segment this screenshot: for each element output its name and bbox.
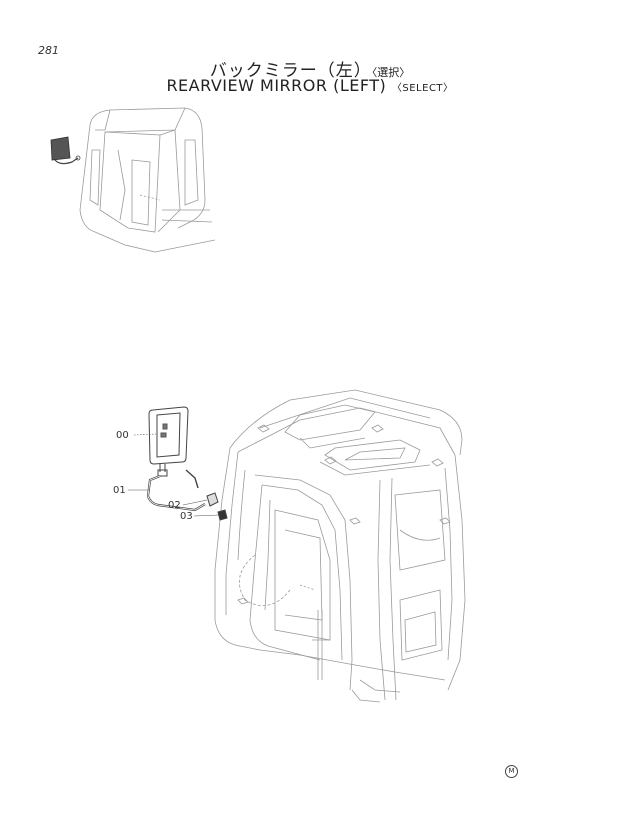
part-label-03: 03 — [180, 511, 193, 522]
overview-cab-drawing — [79, 107, 216, 253]
title-english: REARVIEW MIRROR (LEFT) 〈SELECT〉 — [0, 76, 620, 95]
title-japanese-select: 〈選択〉 — [371, 66, 411, 79]
part-label-02: 02 — [168, 500, 181, 511]
part-label-01: 01 — [113, 485, 126, 496]
page-number: 281 — [38, 44, 59, 57]
title-english-select: 〈SELECT〉 — [391, 83, 454, 94]
leader-lines — [128, 433, 220, 517]
manufacturer-logo: M — [505, 765, 518, 778]
title-english-main: REARVIEW MIRROR (LEFT) — [166, 76, 387, 95]
main-mirror-drawing — [146, 406, 228, 521]
part-label-00: 00 — [116, 430, 129, 441]
main-cab-drawing — [214, 389, 466, 703]
title-japanese: バックミラー（左）〈選択〉 — [0, 56, 620, 81]
title-japanese-main: バックミラー（左） — [209, 61, 372, 81]
overview-mirror-drawing — [50, 136, 81, 165]
